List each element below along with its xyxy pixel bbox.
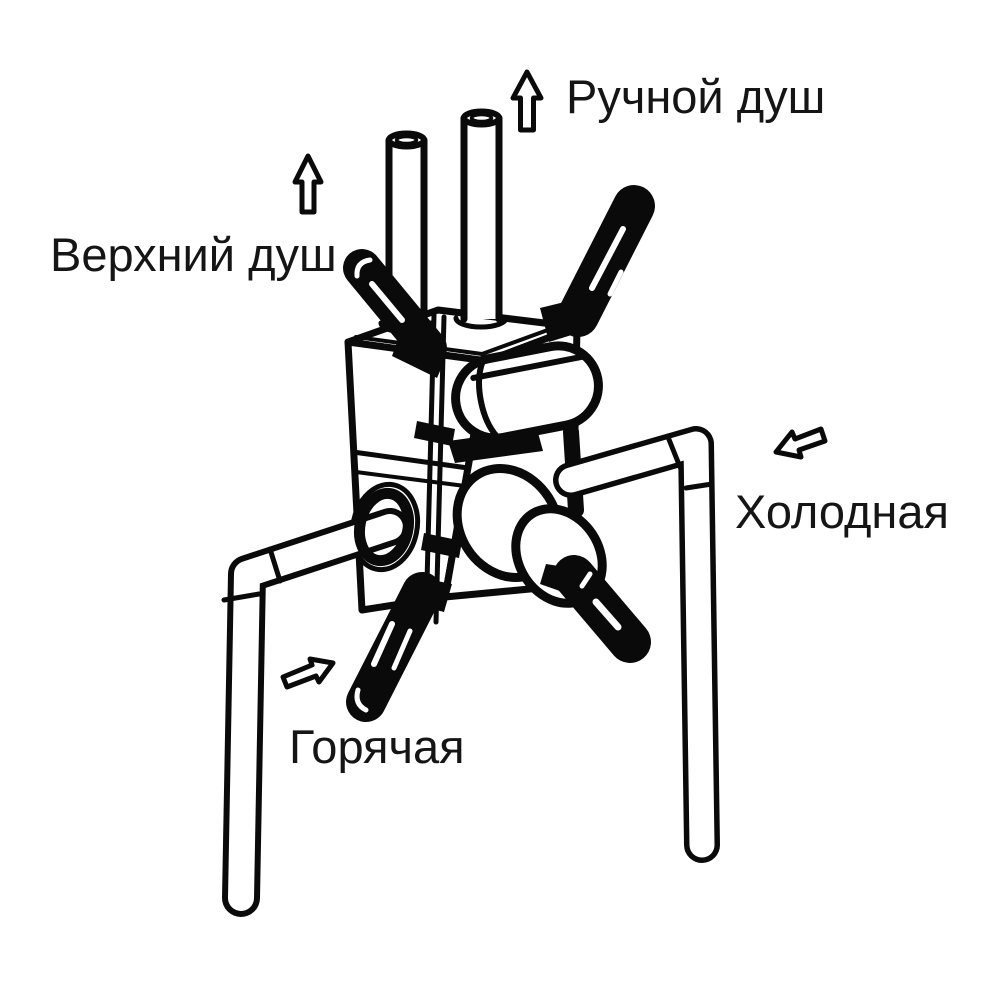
handle-lever-bottom-right (540, 555, 651, 663)
cold-water-pipe (553, 424, 720, 863)
hand-shower-pipe (460, 108, 503, 323)
hot-inlet-port-ring (353, 487, 415, 567)
up-arrow-icon-overhead-shower (292, 153, 324, 215)
label-hand-shower: Ручной душ (566, 70, 826, 123)
handle-lever-bottom-left (346, 572, 452, 722)
label-cold-water: Холодная (735, 485, 949, 538)
cold-inlet-arrow-icon (773, 426, 828, 460)
hot-water-pipe (221, 481, 421, 917)
handle-lever-top-left (343, 249, 447, 378)
cartridge-shadow-band (448, 429, 543, 463)
pipe-collar-right (453, 315, 509, 330)
mounting-bracket (414, 312, 462, 625)
up-arrow-icon-hand-shower (510, 69, 544, 133)
label-hot-water: Горячая (289, 720, 465, 773)
bracket-clamp-upper (414, 421, 455, 446)
bracket-clamp-lower (421, 533, 462, 558)
handle-lever-top-right (540, 185, 655, 342)
hot-inlet-arrow-icon (280, 656, 336, 690)
label-overhead-shower: Верхний душ (50, 228, 337, 281)
mixer-cartridge (448, 341, 603, 463)
